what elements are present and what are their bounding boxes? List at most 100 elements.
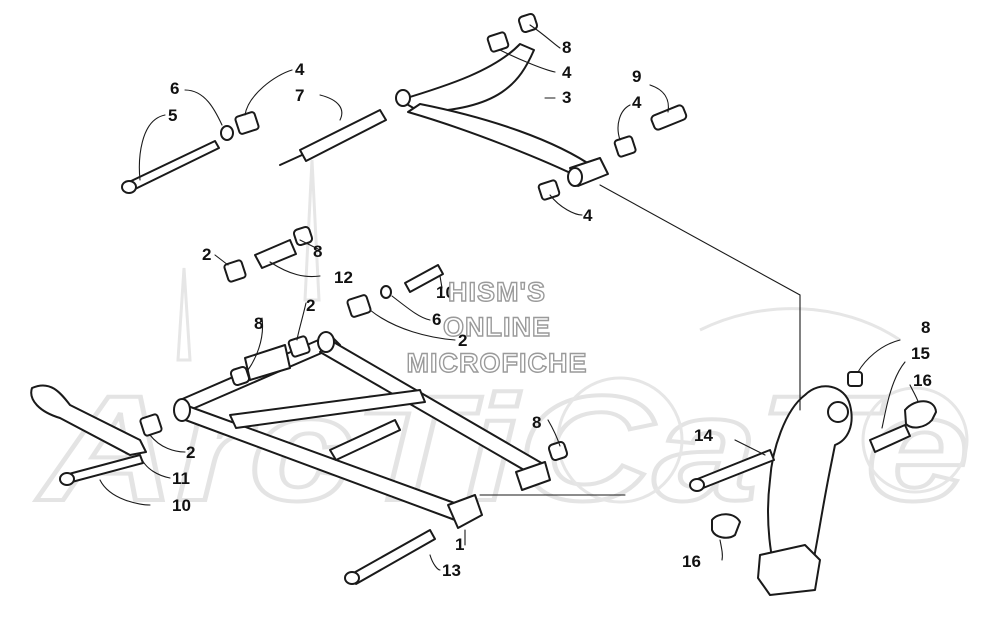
lower-arm-brace-2 [329,419,401,461]
callout-4: 4 [295,60,305,79]
leader-15 [881,361,906,429]
callout-13: 13 [442,561,461,580]
lower-arm-shock-mount [515,461,551,491]
bolt-knuckle-upper [904,400,937,429]
leader-4-right [617,104,631,141]
bushing-lower-rear [346,294,372,318]
bushing-lower-upper-front [223,259,247,283]
watermark-overlay: HISM'S ONLINE MICROFICHE [406,276,587,378]
callout-labels: 8 4 3 9 4 4 6 5 4 7 2 8 12 8 2 10 6 2 2 … [168,38,932,580]
leader-10-top [439,275,443,289]
leader-10-bottom [99,479,151,506]
upper-hardware [121,12,688,201]
callout-2: 2 [202,245,211,264]
callout-8: 8 [532,413,541,432]
callout-2: 2 [186,443,195,462]
leader-8-b [299,239,321,251]
leader-7 [319,94,343,121]
assembly-line-upper [599,184,801,411]
callout-6: 6 [170,79,179,98]
leader-2-a [214,254,229,266]
upper-arm-rear-member [407,103,596,181]
assembly-lines [479,184,801,496]
upper-arm-pivot-rear [567,167,583,187]
leader-9 [649,84,669,113]
leader-8-top [529,24,561,49]
upper-a-arm [395,43,609,187]
bolt-knuckle-14-head [689,478,705,492]
leader-2-c [369,309,456,341]
leader-16-bottom [719,539,723,561]
callout-8: 8 [562,38,571,57]
callout-8: 8 [921,318,930,337]
leader-12 [269,261,321,278]
washer-upper-pivot [220,125,234,141]
callout-10: 10 [172,496,191,515]
washer-lower-rear [380,285,392,299]
leader-8-d [547,419,561,447]
lower-arm-pivot-rear [317,331,335,353]
callout-2: 2 [458,331,467,350]
bolt-lower-rear [404,264,444,293]
sleeve-axis-line [279,154,303,166]
lower-hardware [30,225,569,585]
lower-arm-link-plate [30,384,147,456]
callout-4: 4 [632,93,642,112]
callout-2: 2 [306,296,315,315]
lower-arm-pivot-front [173,398,191,422]
leader-13 [429,554,441,571]
watermark-line-1: HISM'S [448,277,546,307]
leader-11 [139,454,171,479]
callout-12: 12 [334,268,353,287]
watermark-wheel-right [861,386,969,494]
sleeve-lower-12 [254,239,297,269]
leader-lines [99,24,919,571]
callout-4: 4 [562,63,572,82]
watermark-line-2: ONLINE [443,312,551,342]
sleeve-upper-pivot [299,109,387,162]
bushing-upper-rear [613,135,637,158]
sleeve-upper-rear [650,104,688,131]
callout-14: 14 [694,426,713,445]
leader-4-upper-left [244,69,293,116]
leader-14 [734,439,766,456]
leader-6-top [184,89,223,126]
upper-arm-pivot-front [395,89,411,107]
bolt-lower-long-head [344,571,360,585]
callout-4: 4 [583,206,593,225]
bolt-lower-front-head [59,472,75,486]
nut-knuckle-upper [847,371,863,387]
callout-8: 8 [254,314,263,333]
bushing-lower-front-pivot [139,413,163,437]
leader-8-e [857,339,901,373]
leader-4-bottom [549,194,583,216]
steering-knuckle [689,371,937,596]
bolt-knuckle-lower [711,513,741,539]
leader-16-right [909,384,919,403]
leader-2-d [149,434,186,453]
callout-5: 5 [168,106,177,125]
knuckle-upper-eye [827,401,849,423]
nut-lower-upper [292,225,314,247]
nut-upper-front [517,12,539,34]
leader-8-c [247,317,264,371]
leader-6-mid [391,295,431,321]
bolt-upper-head [121,180,137,194]
watermark-spire-left [176,267,192,362]
callout-10: 10 [436,283,455,302]
callout-9: 9 [632,67,641,86]
callout-8: 8 [313,242,322,261]
leader-4-top [499,49,556,73]
callout-3: 3 [562,88,571,107]
callout-6: 6 [432,310,441,329]
knuckle-lower-boss [757,544,821,596]
callout-16: 16 [913,371,932,390]
callout-1: 1 [455,535,464,554]
callout-16: 16 [682,552,701,571]
leader-2-b [296,302,307,341]
lower-arm-ball-joint-boss [447,494,483,529]
leader-5 [138,114,166,181]
callout-15: 15 [911,344,930,363]
